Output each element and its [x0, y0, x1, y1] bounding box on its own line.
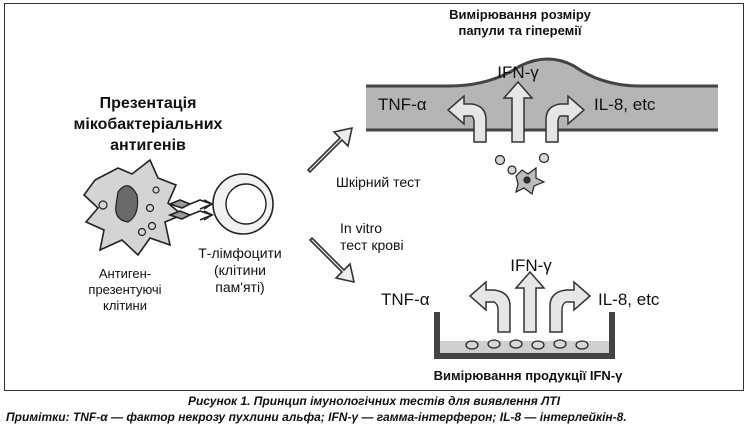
presentation-title-line: мікобактеріальних: [74, 116, 223, 133]
presentation-title-line: антигенів: [110, 137, 186, 154]
invitro-il8-label: IL-8, etc: [598, 290, 660, 309]
skin-il8-label: IL-8, etc: [594, 95, 656, 114]
tcell-label-line: Т-лімфоцити: [198, 245, 282, 261]
invitro-tnf-label: TNF-α: [381, 290, 430, 309]
culture-well: [434, 312, 615, 359]
apc-label-line: презентуючі: [88, 282, 161, 297]
skin-ifn-label: IFN-γ: [497, 63, 539, 82]
t-lymphocyte: [212, 173, 274, 235]
skin-tnf-label: TNF-α: [378, 95, 427, 114]
tcell-label-line: пам'яті): [215, 279, 264, 295]
caption-title: Рисунок 1. Принцип імунологічних тестів …: [187, 394, 561, 408]
skin-immune-cells: [494, 152, 550, 196]
apc-label-line: клітини: [103, 298, 147, 313]
tcell-label-line: (клітини: [214, 262, 266, 278]
skin-title-line: папули та гіперемії: [458, 23, 581, 38]
tcell-label: Т-лімфоцити (клітини пам'яті): [198, 245, 282, 295]
apc-label: Антиген- презентуючі клітини: [88, 266, 161, 313]
arrow-to-skin-test-icon: [306, 126, 354, 174]
well-title: Вимірювання продукції IFN-γ: [434, 368, 623, 383]
apc-label-line: Антиген-: [99, 266, 151, 281]
well-cells: [465, 339, 589, 350]
arrow-to-invitro-icon: [308, 236, 356, 284]
presentation-title: Презентація мікобактеріальних антигенів: [74, 95, 223, 154]
figure-frame: [4, 3, 744, 391]
invitro-ifn-label: IFN-γ: [510, 256, 552, 275]
skin-test-label: Шкірний тест: [336, 174, 421, 190]
skin-title-line: Вимірювання розміру: [449, 7, 591, 22]
invitro-label-line: тест крові: [340, 237, 404, 253]
antigen-presenting-cell: [82, 158, 184, 257]
mhc-tcr-complex: [167, 199, 215, 221]
skin-cytokine-arrows-icon: [446, 80, 586, 143]
invitro-cytokine-arrows-icon: [468, 270, 592, 333]
caption-note: Примітки: TNF-α — фактор некрозу пухлини…: [6, 410, 627, 424]
presentation-title-line: Презентація: [100, 95, 197, 112]
invitro-label-line: In vitro: [340, 220, 382, 236]
